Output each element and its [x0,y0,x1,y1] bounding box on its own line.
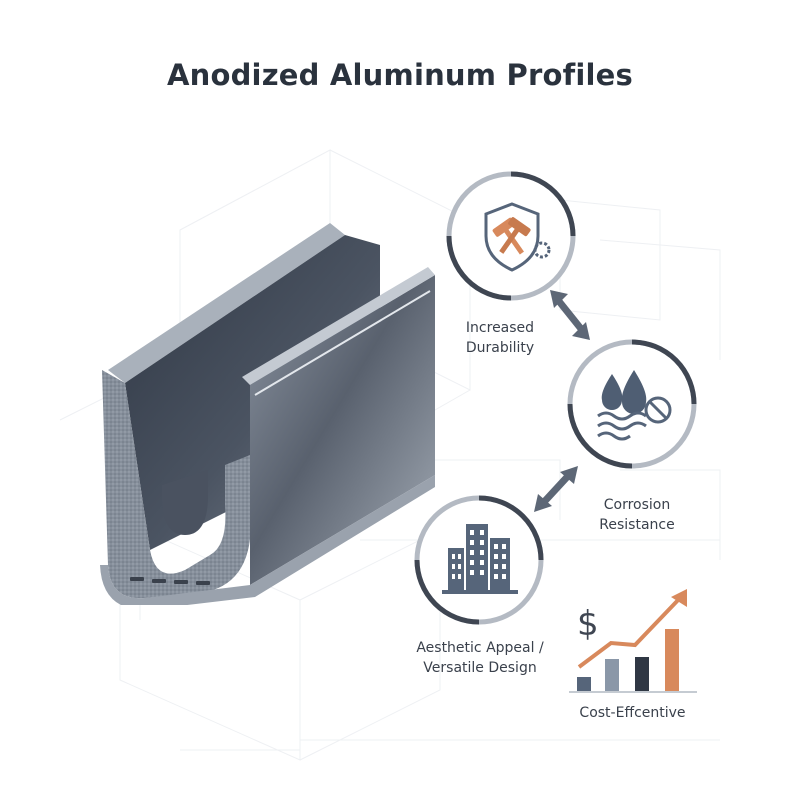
page-title: Anodized Aluminum Profiles [166,58,633,92]
double-arrow-icon [534,466,578,512]
corrosion-label: Corrosion Resistance [582,495,692,535]
shield-hammer-icon [484,202,551,272]
aesthetic-label-line2: Versatile Design [423,660,537,676]
dollar-sign-icon: $ [577,604,599,644]
durability-label: Increased Durability [440,318,560,358]
durability-label-line2: Durability [465,340,535,356]
double-arrow-icon [550,290,590,340]
aluminum-profile-illustration [100,223,435,605]
growth-chart-icon: $ [569,589,697,693]
water-drops-icon [597,370,672,441]
aesthetic-label: Aesthetic Appeal / Versatile Design [405,638,555,678]
buildings-icon [442,524,518,594]
corrosion-label-line1: Corrosion [603,497,671,513]
cost-label: Cost-Effcentive [579,705,686,721]
corrosion-label-line2: Resistance [599,517,675,533]
aesthetic-label-line1: Aesthetic Appeal / [416,640,544,656]
durability-label-line1: Increased [465,320,535,336]
